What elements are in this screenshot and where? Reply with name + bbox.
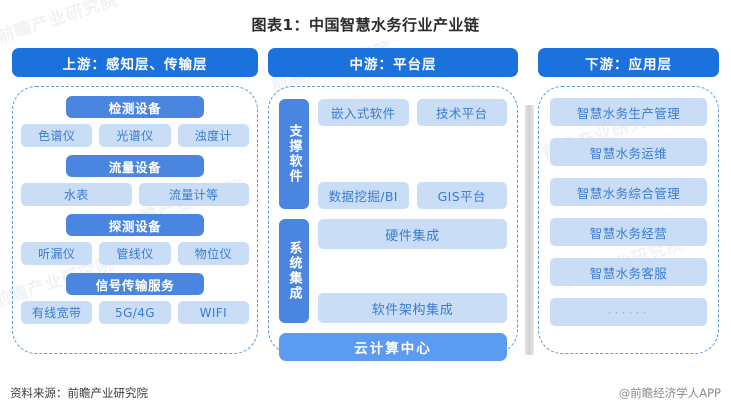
- midstream-chip[interactable]: GIS平台: [416, 182, 507, 209]
- upstream-chip[interactable]: 物位仪: [177, 242, 249, 265]
- upstream-chip[interactable]: 浊度计: [177, 124, 249, 147]
- midstream-vertical-label-system-integration: 系统集成: [279, 219, 309, 323]
- midstream-chip[interactable]: 嵌入式软件: [318, 99, 409, 126]
- upstream-chip[interactable]: 有线宽带: [21, 301, 93, 324]
- downstream-panel: 智慧水务生产管理 智慧水务运维 智慧水务综合管理 智慧水务经营 智慧水务客服 ·…: [538, 86, 719, 354]
- source-note: 资料来源：前瞻产业研究院: [10, 386, 148, 400]
- upstream-group-row-1: 水表 流量计等: [21, 183, 249, 206]
- downstream-item-more[interactable]: ······: [550, 298, 707, 326]
- midstream-vertical-label-support-software: 支撑软件: [279, 99, 309, 209]
- upstream-group-head-3: 信号传输服务: [66, 273, 204, 295]
- midstream-column: 中游：平台层 支撑软件 嵌入式软件 技术平台 数据挖掘/BI GIS平台 系统集…: [268, 48, 518, 361]
- upstream-chip[interactable]: 5G/4G: [99, 301, 171, 324]
- upstream-panel: 检测设备 色谱仪 光谱仪 浊度计 流量设备 水表 流量计等 探测设备 听漏仪 管…: [12, 86, 258, 354]
- midstream-header: 中游：平台层: [268, 48, 518, 77]
- midstream-block-system-integration: 系统集成 硬件集成 软件架构集成: [279, 219, 507, 323]
- upstream-chip[interactable]: 流量计等: [138, 183, 249, 206]
- upstream-chip[interactable]: 水表: [21, 183, 132, 206]
- midstream-system-integration-stack: 硬件集成 软件架构集成: [318, 219, 507, 323]
- midstream-chip[interactable]: 数据挖掘/BI: [318, 182, 409, 209]
- industry-chain-diagram: 上游：感知层、传输层 检测设备 色谱仪 光谱仪 浊度计 流量设备 水表 流量计等…: [0, 48, 731, 368]
- downstream-item[interactable]: 智慧水务客服: [550, 258, 707, 286]
- upstream-group-row-2: 听漏仪 管线仪 物位仪: [21, 242, 249, 265]
- midstream-support-software-grid: 嵌入式软件 技术平台 数据挖掘/BI GIS平台: [318, 99, 507, 209]
- upstream-column: 上游：感知层、传输层 检测设备 色谱仪 光谱仪 浊度计 流量设备 水表 流量计等…: [12, 48, 258, 354]
- midstream-panel: 支撑软件 嵌入式软件 技术平台 数据挖掘/BI GIS平台 系统集成 硬件集成: [268, 86, 518, 361]
- upstream-chip[interactable]: WIFI: [177, 301, 249, 324]
- midstream-chip[interactable]: 软件架构集成: [318, 293, 507, 323]
- midstream-row: 数据挖掘/BI GIS平台: [318, 182, 507, 209]
- midstream-block-support-software: 支撑软件 嵌入式软件 技术平台 数据挖掘/BI GIS平台: [279, 99, 507, 209]
- downstream-column: 下游：应用层 智慧水务生产管理 智慧水务运维 智慧水务综合管理 智慧水务经营 智…: [538, 48, 719, 354]
- downstream-item[interactable]: 智慧水务生产管理: [550, 98, 707, 126]
- chart-title: 图表1：中国智慧水务行业产业链: [251, 16, 480, 34]
- midstream-row: 嵌入式软件 技术平台: [318, 99, 507, 126]
- upstream-group-head-1: 流量设备: [66, 155, 204, 177]
- midstream-cloud-computing-center-bar[interactable]: 云计算中心: [279, 333, 507, 361]
- column-divider: [525, 105, 534, 355]
- downstream-header: 下游：应用层: [538, 48, 719, 77]
- upstream-group-row-0: 色谱仪 光谱仪 浊度计: [21, 124, 249, 147]
- midstream-chip[interactable]: 技术平台: [416, 99, 507, 126]
- upstream-chip[interactable]: 光谱仪: [99, 124, 171, 147]
- downstream-item[interactable]: 智慧水务经营: [550, 218, 707, 246]
- downstream-item[interactable]: 智慧水务运维: [550, 138, 707, 166]
- upstream-group-head-2: 探测设备: [66, 214, 204, 236]
- upstream-chip[interactable]: 色谱仪: [21, 124, 93, 147]
- upstream-header: 上游：感知层、传输层: [12, 48, 258, 77]
- upstream-chip[interactable]: 管线仪: [99, 242, 171, 265]
- midstream-chip[interactable]: 硬件集成: [318, 219, 507, 249]
- downstream-item[interactable]: 智慧水务综合管理: [550, 178, 707, 206]
- credit-note: @前瞻经济学人APP: [618, 386, 721, 400]
- upstream-group-head-0: 检测设备: [66, 96, 204, 118]
- upstream-chip[interactable]: 听漏仪: [21, 242, 93, 265]
- upstream-group-row-3: 有线宽带 5G/4G WIFI: [21, 301, 249, 324]
